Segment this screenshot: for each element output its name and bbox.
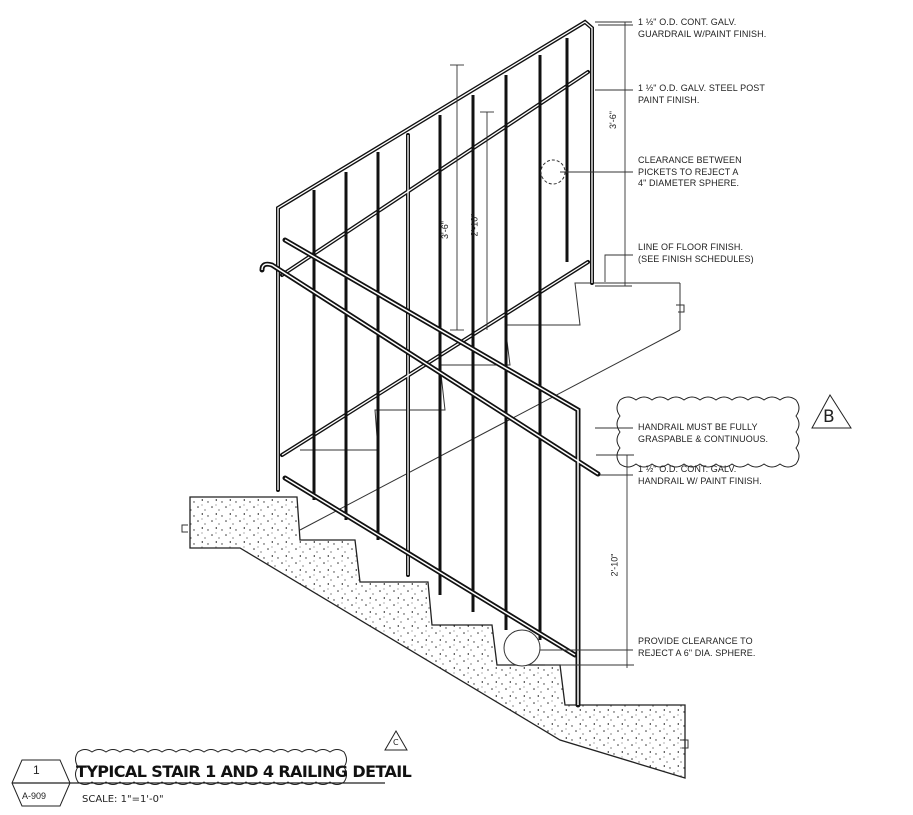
detail-number: 1 <box>33 763 40 777</box>
revision-label-c: C <box>393 738 399 747</box>
revision-label-b: B <box>823 407 835 427</box>
note-handrail-graspable: HANDRAIL MUST BE FULLY GRASPABLE & CONTI… <box>638 422 769 444</box>
dim-guardrail-height: 3'-6" <box>607 111 618 129</box>
sphere-6in <box>503 629 541 667</box>
concrete-stair <box>189 496 686 779</box>
note-handrail: 1 ½" O.D. CONT. GALV. HANDRAIL W/ PAINT … <box>638 464 762 486</box>
revision-cloud-b <box>616 396 800 468</box>
detail-scale: SCALE: 1"=1'-0" <box>82 794 164 805</box>
note-floor: LINE OF FLOOR FINISH. (SEE FINISH SCHEDU… <box>638 242 754 264</box>
note-post: 1 ½" O.D. GALV. STEEL POST PAINT FINISH. <box>638 83 766 105</box>
dim-handrail-height: 2'-10" <box>609 553 620 577</box>
note-pickets: CLEARANCE BETWEEN PICKETS TO REJECT A 4"… <box>638 155 742 188</box>
sheet-number: A-909 <box>22 791 47 801</box>
revision-triangle-c <box>384 730 408 751</box>
revision-triangle-b <box>811 394 852 429</box>
note-sphere: PROVIDE CLEARANCE TO REJECT A 6" DIA. SP… <box>638 636 756 658</box>
dimension-lines <box>450 21 634 668</box>
note-guardrail: 1 ½" O.D. CONT. GALV. GUARDRAIL W/PAINT … <box>638 17 767 39</box>
dim-handrail-inner: 2'-10" <box>469 213 480 237</box>
pickets <box>312 38 569 640</box>
detail-title: TYPICAL STAIR 1 AND 4 RAILING DETAIL <box>76 762 412 781</box>
dim-guardrail-inner: 3'-6" <box>439 221 450 239</box>
revision-cloud-c <box>75 749 347 785</box>
